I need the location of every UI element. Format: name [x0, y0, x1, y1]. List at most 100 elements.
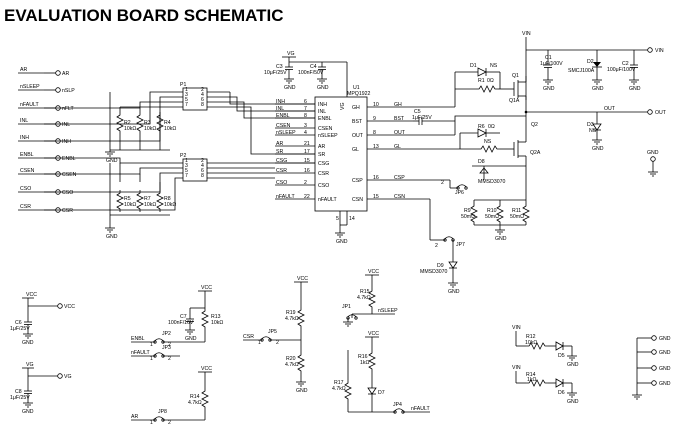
ic-pin-name: CSN: [352, 197, 363, 203]
ic-gnd-pin-b: 14: [349, 216, 355, 222]
d1-ref: D1: [470, 63, 477, 69]
ic-pin-netlabel: nFAULT: [276, 194, 295, 200]
ic-u1: U1 MPQ1922 VG INH6INHINL7INLENBL8ENBLCSE…: [229, 62, 406, 245]
header-pin-number: 3: [185, 92, 188, 98]
r7-val: 10kΩ: [144, 202, 156, 208]
c5-val: 1μF/25V: [412, 115, 432, 121]
d8-ref: D8: [478, 159, 485, 165]
c1-val: 1μF/100V: [540, 61, 563, 67]
vin-led1-label: VIN: [512, 325, 521, 331]
ic-pin-netlabel: SR: [276, 149, 283, 155]
port-connector-icon: [55, 87, 61, 93]
ic-pin-number: 15: [304, 158, 310, 164]
ic-pin-name: CSG: [318, 161, 329, 167]
d9-ref: D9: [437, 263, 444, 269]
c8-val: 1μF/25V: [10, 395, 30, 401]
vg-port-label: VG: [64, 374, 72, 380]
ic-pin-netlabel: CSP: [394, 175, 405, 181]
vcc-port-label: VCC: [64, 304, 75, 310]
ic-pin-number: 2: [304, 180, 307, 186]
ic-pin-netlabel: GL: [394, 144, 401, 150]
ic-pin-name: ENBL: [318, 116, 332, 122]
r4-val: 10kΩ: [164, 126, 176, 132]
ic-pin-number: 21: [304, 141, 310, 147]
header-p2-body: [182, 158, 208, 182]
c2-gnd: GND: [629, 86, 641, 92]
r3-val: 10kΩ: [144, 126, 156, 132]
r7-ref: R7: [144, 196, 151, 202]
ic-pin-name: nFAULT: [318, 197, 337, 203]
r20-gnd: GND: [296, 388, 308, 394]
header-pin-number: 4: [201, 92, 204, 98]
r6-val: 0Ω: [488, 124, 495, 130]
r4-ref: R4: [164, 120, 171, 126]
page-title: EVALUATION BOARD SCHEMATIC: [4, 6, 284, 25]
r11-val: 50mΩ: [510, 214, 524, 220]
jp5-pin2: 2: [276, 340, 279, 346]
ic-pin-netlabel: CSEN: [276, 123, 291, 129]
d7-ref: D7: [378, 390, 385, 396]
out-label: OUT: [604, 106, 616, 112]
c4-val: 100nF/50V: [298, 70, 324, 76]
header-pin-number: 1: [185, 87, 188, 93]
ic-pin-name: CSEN: [318, 126, 333, 132]
bottom-nsleep-block: VCC R15 4.7kΩ JP1 nSLEEP VCC R16 1kΩ D7 …: [332, 269, 430, 414]
d3-ref: D3: [587, 122, 594, 128]
d6-gnd: GND: [567, 399, 579, 405]
vin-port-label: VIN: [655, 48, 664, 54]
left-port-label: CSO: [62, 190, 73, 196]
d3-val: NS: [589, 128, 597, 134]
header-pin-number: 2: [201, 158, 204, 164]
ic-pin-number: 16: [373, 175, 379, 181]
r15-val: 4.7kΩ: [357, 295, 371, 301]
ic-pin-name: CSP: [352, 178, 363, 184]
left-port-label: nSLP: [62, 88, 75, 94]
ic-pin-netlabel: AR: [276, 141, 283, 147]
left-port-label: nFLT: [62, 106, 75, 112]
r14-ref: R14: [190, 394, 200, 400]
d9-gnd: GND: [448, 289, 460, 295]
ic-pin-name: OUT: [352, 133, 364, 139]
jp8-ref: JP8: [158, 409, 167, 415]
r10-val: 50mΩ: [485, 214, 499, 220]
jp2-ref: JP2: [162, 331, 171, 337]
ic-pin-number: 16: [304, 168, 310, 174]
r3-ref: R3: [144, 120, 151, 126]
p2-wiring: [44, 157, 275, 228]
jp5-pin1: 1: [258, 340, 261, 346]
header-pin-number: 1: [185, 158, 188, 164]
ic-pin-netlabel: INL: [276, 106, 284, 112]
ic-refdes: U1: [353, 85, 360, 91]
ic-pin-netlabel: BST: [394, 116, 405, 122]
r14-val: 4.7kΩ: [188, 400, 202, 406]
ic-pin-number: 8: [304, 113, 307, 119]
r1-ref: R1: [478, 78, 485, 84]
r17-val: 4.7kΩ: [332, 386, 346, 392]
left-wire-label: CSR: [20, 204, 31, 210]
c3-ref: C3: [276, 64, 283, 70]
d5-gnd: GND: [567, 362, 579, 368]
ic-pin-name: INH: [318, 102, 327, 108]
ic-pin-number: 13: [373, 144, 379, 150]
ar-label: AR: [131, 414, 138, 420]
c2-ref: C2: [622, 61, 629, 67]
nfault2-label: nFAULT: [411, 406, 430, 412]
r17-ref: R17: [334, 380, 344, 386]
r9-ref: R9: [464, 208, 471, 214]
c7-ref: C7: [180, 314, 187, 320]
c2-val: 100μF/100V: [607, 67, 636, 73]
c7-gnd: GND: [185, 336, 197, 342]
vcc4-label: VCC: [297, 276, 308, 282]
ic-pin-netlabel: INH: [276, 99, 285, 105]
header-pin-number: 5: [185, 97, 188, 103]
d9-val: MMSD3070: [420, 269, 448, 275]
ic-pin-number: 7: [304, 106, 307, 112]
d3b-val: NS: [484, 139, 492, 145]
r20-val: 4.7kΩ: [285, 362, 299, 368]
port-connector-icon: [55, 70, 61, 76]
c1-ref: C1: [545, 55, 552, 61]
jp7-ref: JP7: [456, 242, 465, 248]
gnd-port-right: GND: [647, 150, 659, 177]
c6-ref: C6: [15, 320, 22, 326]
